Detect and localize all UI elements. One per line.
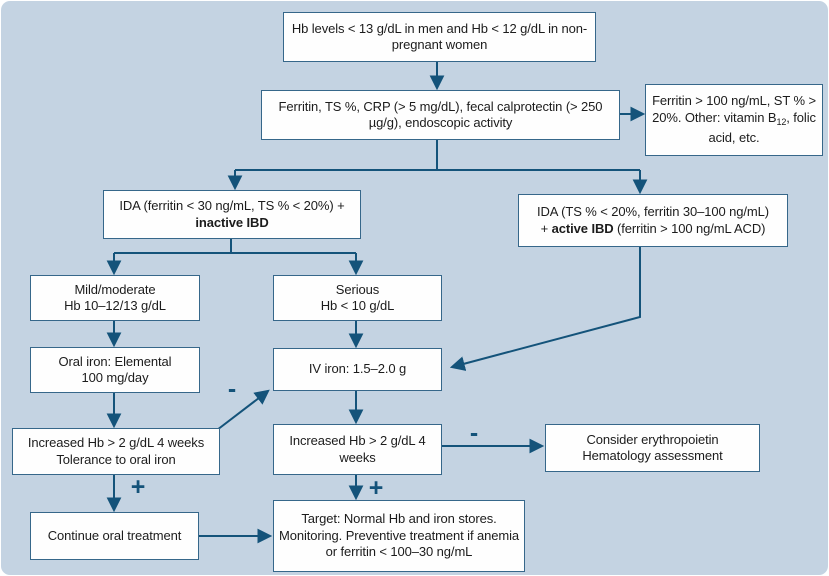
- node-text: Increased Hb > 2 g/dL 4: [289, 433, 426, 448]
- node-target: Target: Normal Hb and iron stores. Monit…: [273, 500, 525, 572]
- node-text: Hematology assessment: [582, 448, 723, 463]
- node-text: IDA (TS % < 20%, ferritin 30–100 ng/mL): [536, 204, 770, 219]
- node-text: + active IBD (ferritin > 100 ng/mL ACD): [540, 220, 766, 236]
- node-text: µg/g), endoscopic activity: [368, 115, 513, 130]
- node-iv-response: Increased Hb > 2 g/dL 4 weeks: [273, 424, 442, 475]
- node-text: acid, etc.: [708, 130, 760, 146]
- node-text: Hb < 10 g/dL: [320, 298, 395, 313]
- node-text: Serious: [335, 281, 380, 297]
- node-serious: Serious Hb < 10 g/dL: [273, 275, 442, 321]
- node-text: IV iron: 1.5–2.0 g: [308, 361, 407, 377]
- node-text: Hb levels < 13 g/dL in men and Hb < 12 g…: [291, 20, 588, 36]
- node-ida-active-ibd: IDA (TS % < 20%, ferritin 30–100 ng/mL) …: [518, 194, 788, 247]
- node-text: 100 mg/day: [81, 370, 149, 385]
- label-oral-response-negative: -: [227, 375, 237, 403]
- node-text: Ferritin, TS %, CRP (> 5 mg/dL), fecal c…: [278, 98, 603, 114]
- node-ida-inactive-ibd: IDA (ferritin < 30 ng/mL, TS % < 20%) + …: [103, 190, 361, 239]
- node-text: 20%. Other: vitamin B12, folic: [652, 109, 816, 127]
- node-oral-iron: Oral iron: Elemental 100 mg/day: [30, 347, 200, 393]
- node-text: Consider erythropoietin: [586, 431, 719, 447]
- node-text: Hb 10–12/13 g/dL: [64, 298, 166, 313]
- node-text: pregnant women: [391, 37, 488, 52]
- node-text: weeks: [339, 449, 376, 465]
- node-text: Target: Normal Hb and iron stores.: [301, 511, 497, 527]
- node-continue-oral: Continue oral treatment: [30, 512, 199, 560]
- label-oral-response-positive: +: [130, 473, 146, 501]
- node-text: or ferritin < 100–30 ng/mL: [325, 544, 473, 560]
- node-anemia-definition: Hb levels < 13 g/dL in men and Hb < 12 g…: [283, 12, 596, 62]
- node-iv-iron: IV iron: 1.5–2.0 g: [273, 348, 442, 391]
- label-iv-response-negative: -: [469, 419, 479, 447]
- node-text: Mild/moderate: [74, 281, 156, 297]
- node-text: Tolerance to oral iron: [56, 451, 176, 467]
- node-text: Monitoring. Preventive treatment if anem…: [278, 527, 520, 543]
- node-erythropoietin: Consider erythropoietin Hematology asses…: [545, 424, 760, 472]
- node-screening-tests: Ferritin, TS %, CRP (> 5 mg/dL), fecal c…: [261, 90, 620, 140]
- node-text-bold: inactive IBD: [195, 214, 269, 230]
- label-iv-response-positive: +: [368, 474, 384, 502]
- node-text: IDA (ferritin < 30 ng/mL, TS % < 20%) +: [119, 198, 345, 213]
- node-text: Increased Hb > 2 g/dL 4 weeks: [27, 435, 205, 450]
- node-normal-workup: Ferritin > 100 ng/mL, ST % > 20%. Other:…: [645, 84, 823, 156]
- node-text: Oral iron: Elemental: [58, 353, 172, 369]
- node-oral-response: Increased Hb > 2 g/dL 4 weeks Tolerance …: [12, 428, 220, 475]
- subscript-12: 12: [776, 116, 787, 127]
- node-text: Ferritin > 100 ng/mL, ST % >: [652, 93, 816, 109]
- node-mild-moderate: Mild/moderate Hb 10–12/13 g/dL: [30, 275, 200, 321]
- node-text: Continue oral treatment: [47, 527, 182, 543]
